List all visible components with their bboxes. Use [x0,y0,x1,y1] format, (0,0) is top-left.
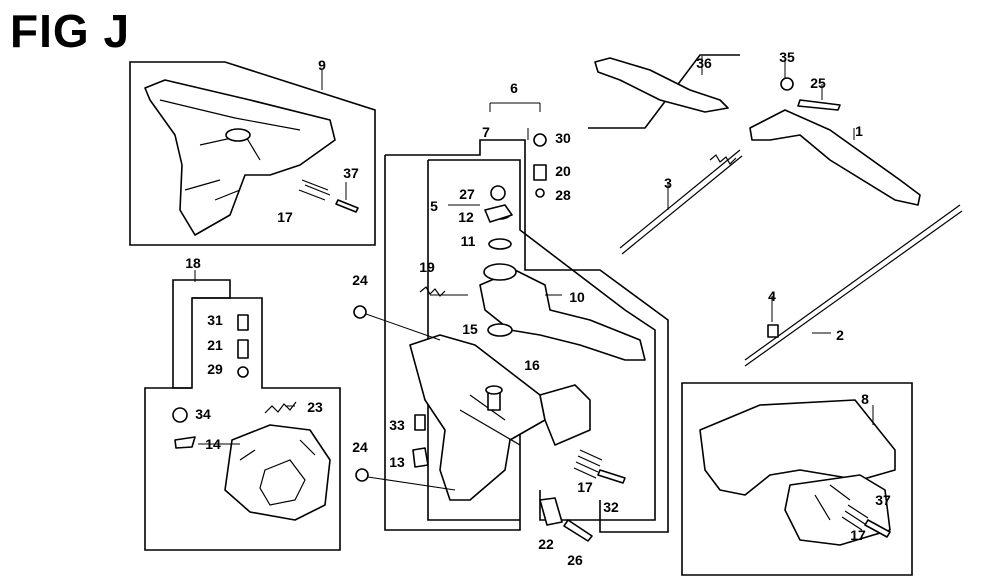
part-number-label-19: 19 [419,259,435,275]
part-number-label-12: 12 [458,209,474,225]
part-number-label-17a: 17 [277,209,293,225]
part-number-label-3: 3 [664,175,672,191]
part-number-label-8: 8 [861,391,869,407]
part-number-label-36: 36 [696,55,712,71]
central-governor-assembly [353,133,669,542]
part-number-label-37b: 37 [875,492,891,508]
part-number-label-35: 35 [779,49,795,65]
part-number-label-23: 23 [307,399,323,415]
part-number-label-32: 32 [603,499,619,515]
linkage-rods [588,54,963,367]
part-number-label-27: 27 [459,186,475,202]
leader-lines [194,56,874,445]
figure-title: FIG J [10,5,131,57]
part-number-label-25: 25 [810,75,826,91]
group-8-cover [681,382,913,576]
part-number-label-13: 13 [389,454,405,470]
part-number-label-30: 30 [555,130,571,146]
part-number-label-7: 7 [482,124,490,140]
part-number-label-1: 1 [855,123,863,139]
part-number-label-15: 15 [462,321,478,337]
part-number-label-11: 11 [461,233,476,249]
group-9-bracket [129,61,376,246]
part-number-label-10: 10 [569,289,585,305]
part-number-label-31: 31 [207,312,223,328]
part-number-label-33: 33 [389,417,405,433]
part-number-label-26: 26 [567,552,583,568]
part-number-label-21: 21 [207,337,223,353]
part-number-label-5: 5 [430,198,438,214]
part-number-label-9: 9 [318,57,326,73]
part-number-label-17c: 17 [850,527,866,543]
part-number-label-4: 4 [768,288,776,304]
part-number-label-37a: 37 [343,165,359,181]
part-number-label-24a: 24 [352,272,368,288]
part-number-label-18: 18 [185,255,201,271]
part-number-label-14: 14 [205,436,221,452]
part-number-label-2: 2 [836,327,844,343]
part-number-label-20: 20 [555,163,571,179]
part-number-label-29: 29 [207,361,223,377]
part-number-label-24b: 24 [352,439,368,455]
part-number-label-17b: 17 [577,479,593,495]
part-number-label-6: 6 [510,80,518,96]
part-number-label-16: 16 [524,357,540,373]
group-18-throttle-plate [144,279,341,551]
part-number-label-34: 34 [195,406,211,422]
part-number-label-28: 28 [555,187,571,203]
part-number-label-22: 22 [538,536,554,552]
